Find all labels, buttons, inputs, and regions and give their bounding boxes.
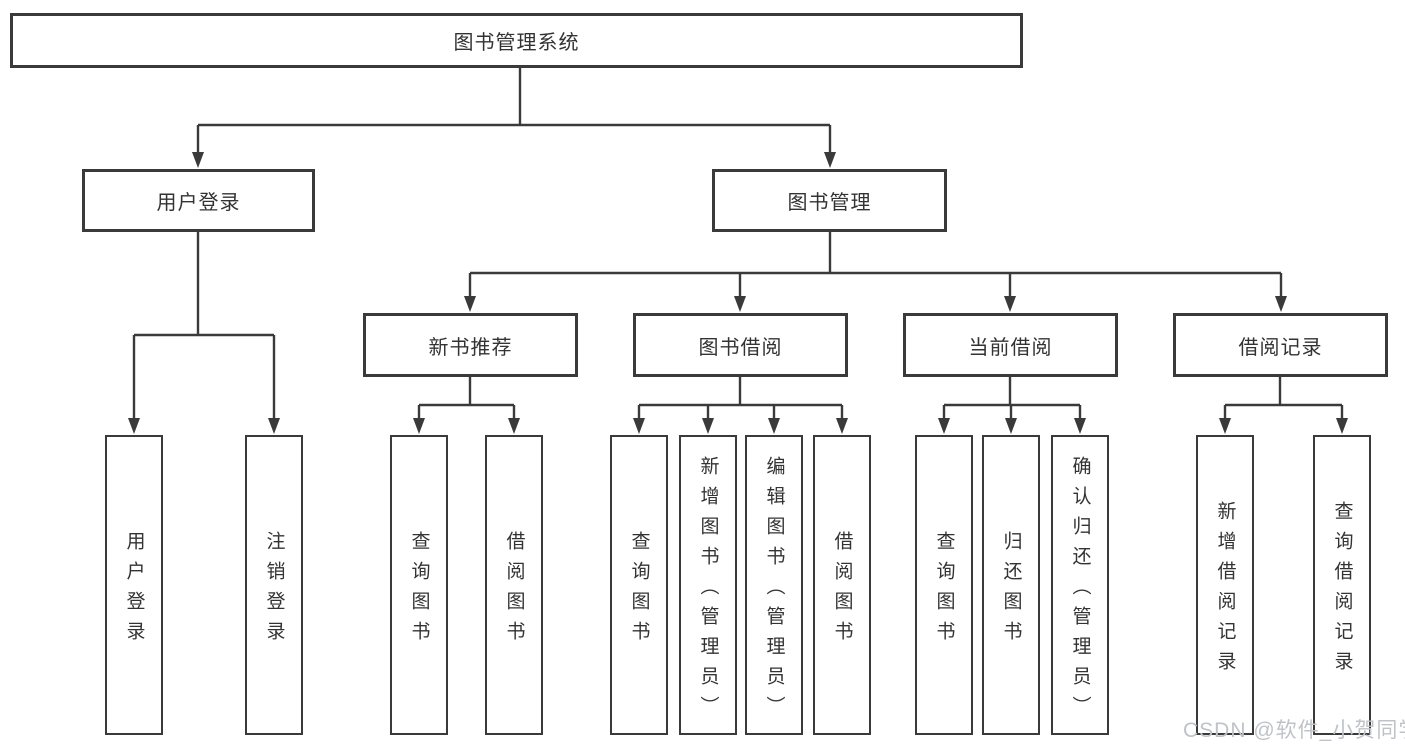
node-label: 新增图书（管理员）: [697, 455, 719, 726]
arrow-down-icon: [1219, 418, 1231, 434]
node-label: 用户登录: [156, 192, 241, 214]
node-label: 查询图书: [933, 530, 955, 651]
arrow-down-icon: [192, 152, 204, 168]
node-label: 注销登录: [263, 530, 285, 651]
node-current-borrowing: 当前借阅: [903, 313, 1118, 377]
arrow-down-icon: [1336, 418, 1348, 434]
node-label: 归还图书: [1000, 530, 1022, 651]
arrow-down-icon: [633, 418, 645, 434]
arrow-down-icon: [836, 418, 848, 434]
leaf-user-login: 用户登录: [105, 435, 163, 735]
node-label: 查询图书: [628, 530, 650, 651]
node-label: 图书管理系统: [453, 32, 580, 54]
arrow-down-icon: [824, 152, 836, 168]
arrow-down-icon: [938, 418, 950, 434]
arrow-down-icon: [268, 418, 280, 434]
connector-borrowrecord-to-leaves: [1223, 377, 1344, 422]
node-label: 确认归还（管理员）: [1069, 455, 1091, 726]
arrow-down-icon: [128, 418, 140, 434]
leaf-query-books: 查询图书: [390, 435, 448, 735]
node-label: 编辑图书（管理员）: [763, 455, 785, 726]
arrowheads: [128, 152, 1348, 434]
leaf-confirm-return-admin: 确认归还（管理员）: [1051, 435, 1109, 735]
arrow-down-icon: [1005, 418, 1017, 434]
connector-currentborrow-to-leaves: [942, 377, 1082, 422]
arrow-down-icon: [768, 418, 780, 434]
node-label: 用户登录: [123, 530, 145, 651]
node-book-management: 图书管理: [712, 169, 947, 232]
arrow-down-icon: [413, 418, 425, 434]
connector-bookmgmt-to-level3: [468, 232, 1283, 301]
leaf-query-borrow-record: 查询借阅记录: [1313, 435, 1371, 735]
node-label: 当前借阅: [968, 336, 1053, 359]
node-label: 查询图书: [408, 530, 430, 651]
node-borrowing-records: 借阅记录: [1173, 313, 1388, 377]
connector-bookborrow-to-leaves: [637, 377, 844, 422]
leaf-query-books: 查询图书: [915, 435, 973, 735]
connector-userlogin-to-leaves: [132, 232, 276, 422]
node-library-management-system: 图书管理系统: [10, 13, 1023, 68]
leaf-borrow-books: 借阅图书: [485, 435, 543, 735]
arrow-down-icon: [1275, 296, 1287, 312]
leaf-add-book-admin: 新增图书（管理员）: [679, 435, 737, 735]
node-user-login: 用户登录: [82, 169, 315, 232]
arrow-down-icon: [702, 418, 714, 434]
node-new-book-recommendation: 新书推荐: [363, 313, 578, 377]
arrow-down-icon: [464, 296, 476, 312]
arrow-down-icon: [734, 296, 746, 312]
connector-newbook-to-leaves: [417, 377, 516, 422]
node-label: 图书管理: [787, 192, 872, 214]
csdn-watermark: CSDN @软件_小贺同学: [1183, 719, 1405, 742]
node-label: 查询借阅记录: [1331, 500, 1353, 681]
leaf-query-books: 查询图书: [610, 435, 668, 735]
leaf-add-borrow-record: 新增借阅记录: [1196, 435, 1254, 735]
leaf-logout: 注销登录: [245, 435, 303, 735]
node-label: 图书借阅: [698, 336, 783, 359]
node-label: 借阅图书: [503, 530, 525, 651]
node-label: 借阅图书: [831, 530, 853, 651]
arrow-down-icon: [1004, 296, 1016, 312]
node-book-borrowing: 图书借阅: [633, 313, 848, 377]
leaf-edit-book-admin: 编辑图书（管理员）: [745, 435, 803, 735]
leaf-borrow-books: 借阅图书: [813, 435, 871, 735]
leaf-return-books: 归还图书: [982, 435, 1040, 735]
node-label: 借阅记录: [1238, 336, 1323, 359]
node-label: 新书推荐: [428, 336, 513, 359]
arrow-down-icon: [1074, 418, 1086, 434]
arrow-down-icon: [508, 418, 520, 434]
node-label: 新增借阅记录: [1214, 500, 1236, 681]
connector-root-to-level2: [196, 68, 832, 156]
